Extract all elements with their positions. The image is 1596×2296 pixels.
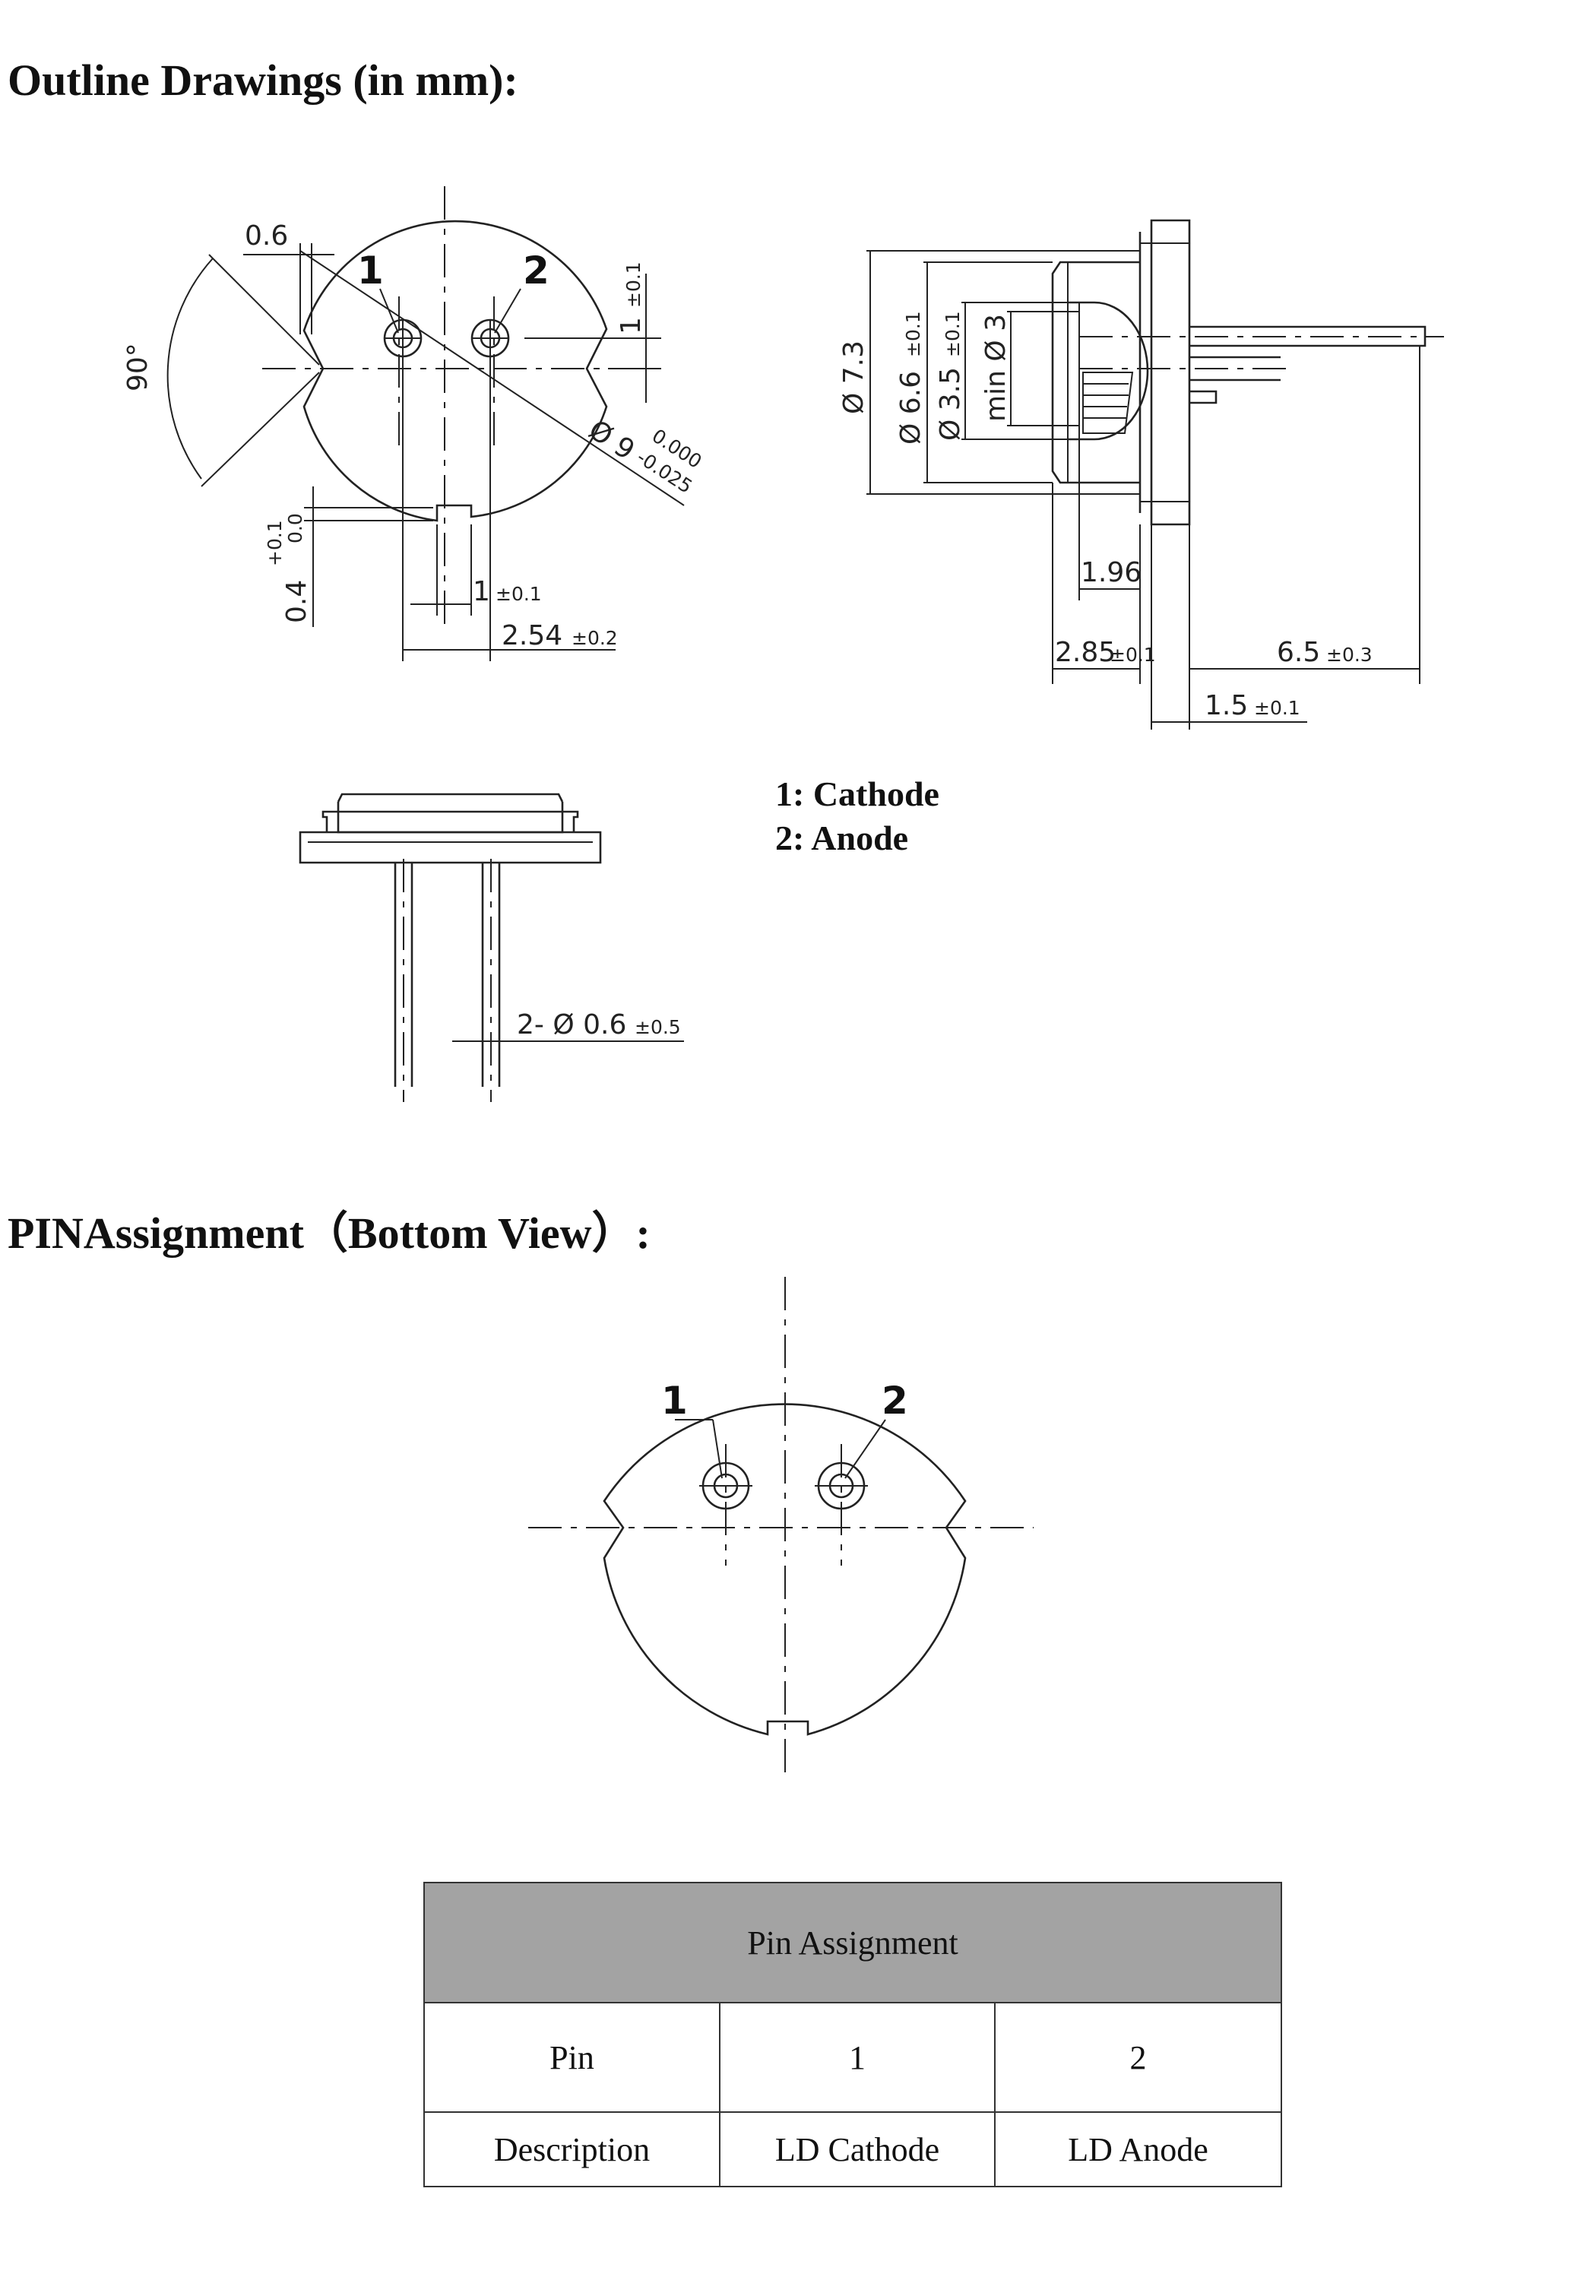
dim-window-diameter: Ø 3.5	[935, 367, 966, 441]
dim-leads-tol: ±0.5	[635, 1016, 681, 1038]
top-view-pin1-label: 1	[357, 249, 384, 293]
bottom-view-pin2-label: 2	[882, 1379, 908, 1423]
dim-flange-thickness: 1.5	[1205, 690, 1248, 721]
front-view-drawing: 2- Ø 0.6 ±0.5	[299, 793, 684, 1102]
outline-drawings-heading: Outline Drawings (in mm):	[8, 55, 518, 105]
dim-slot: 1	[473, 576, 490, 607]
dim-bottom-notch-tol-upper: +0.1	[264, 520, 286, 566]
dim-cap-height-tol: ±0.1	[1110, 644, 1156, 666]
table-cell: LD Anode	[994, 2111, 1282, 2187]
dim-pitch-tol: ±0.2	[572, 627, 618, 649]
dim-slot-tol: ±0.1	[496, 583, 542, 605]
dim-cap-height: 2.85	[1055, 637, 1116, 668]
dim-lead-length: 6.5	[1277, 637, 1320, 668]
pin-table-title: Pin Assignment	[423, 1882, 1282, 2003]
table-row: Pin 1 2	[423, 2002, 1282, 2113]
table-cell: 2	[994, 2002, 1282, 2113]
dim-cap-diameter: Ø 6.6	[895, 371, 926, 445]
dim-bottom-notch: 0.4	[281, 580, 312, 623]
dim-offset: 1	[616, 317, 647, 334]
table-cell: 1	[719, 2002, 996, 2113]
dim-window-diameter-tol: ±0.1	[942, 311, 964, 357]
legend-cathode: 1: Cathode	[775, 774, 939, 813]
top-view-pin2-label: 2	[523, 249, 549, 293]
dim-leads: 2- Ø 0.6	[517, 1009, 626, 1040]
dim-cap-diameter-tol: ±0.1	[902, 311, 924, 357]
side-view-drawing: Ø 7.3 Ø 6.6 ±0.1 Ø 3.5 ±0.1 min Ø 3 1.96…	[838, 219, 1444, 730]
dim-diameter: Ø 9	[583, 414, 640, 467]
dim-pitch: 2.54	[502, 620, 562, 651]
table-cell: LD Cathode	[719, 2111, 996, 2187]
table-row: Description LD Cathode LD Anode	[423, 2111, 1282, 2187]
bottom-view-drawing: 1 2	[528, 1277, 1034, 1778]
table-cell: Pin	[423, 2002, 720, 2113]
dim-bottom-notch-tol-lower: 0.0	[284, 513, 306, 543]
top-view-drawing: 1 2 90° 0.6 1 ±0.1 Ø 9 0.000 -0.025 0.4 …	[122, 186, 706, 661]
dim-window-depth: 1.96	[1081, 557, 1142, 588]
dim-offset-tol: ±0.1	[622, 261, 644, 308]
legend-anode: 2: Anode	[775, 819, 908, 857]
dim-flange-diameter: Ø 7.3	[838, 340, 869, 414]
dim-lead-length-tol: ±0.3	[1326, 644, 1373, 666]
pin-assignment-heading: PINAssignment（Bottom View）:	[8, 1208, 651, 1258]
table-cell: Description	[423, 2111, 720, 2187]
dim-notch-width: 0.6	[245, 220, 288, 252]
bottom-view-pin1-label: 1	[661, 1379, 688, 1423]
angle-90-label: 90°	[122, 343, 154, 391]
pin-assignment-table: Pin Assignment Pin 1 2 Description LD Ca…	[423, 1882, 1282, 2187]
dim-flange-thickness-tol: ±0.1	[1254, 697, 1300, 719]
dim-aperture: min Ø 3	[980, 314, 1012, 422]
